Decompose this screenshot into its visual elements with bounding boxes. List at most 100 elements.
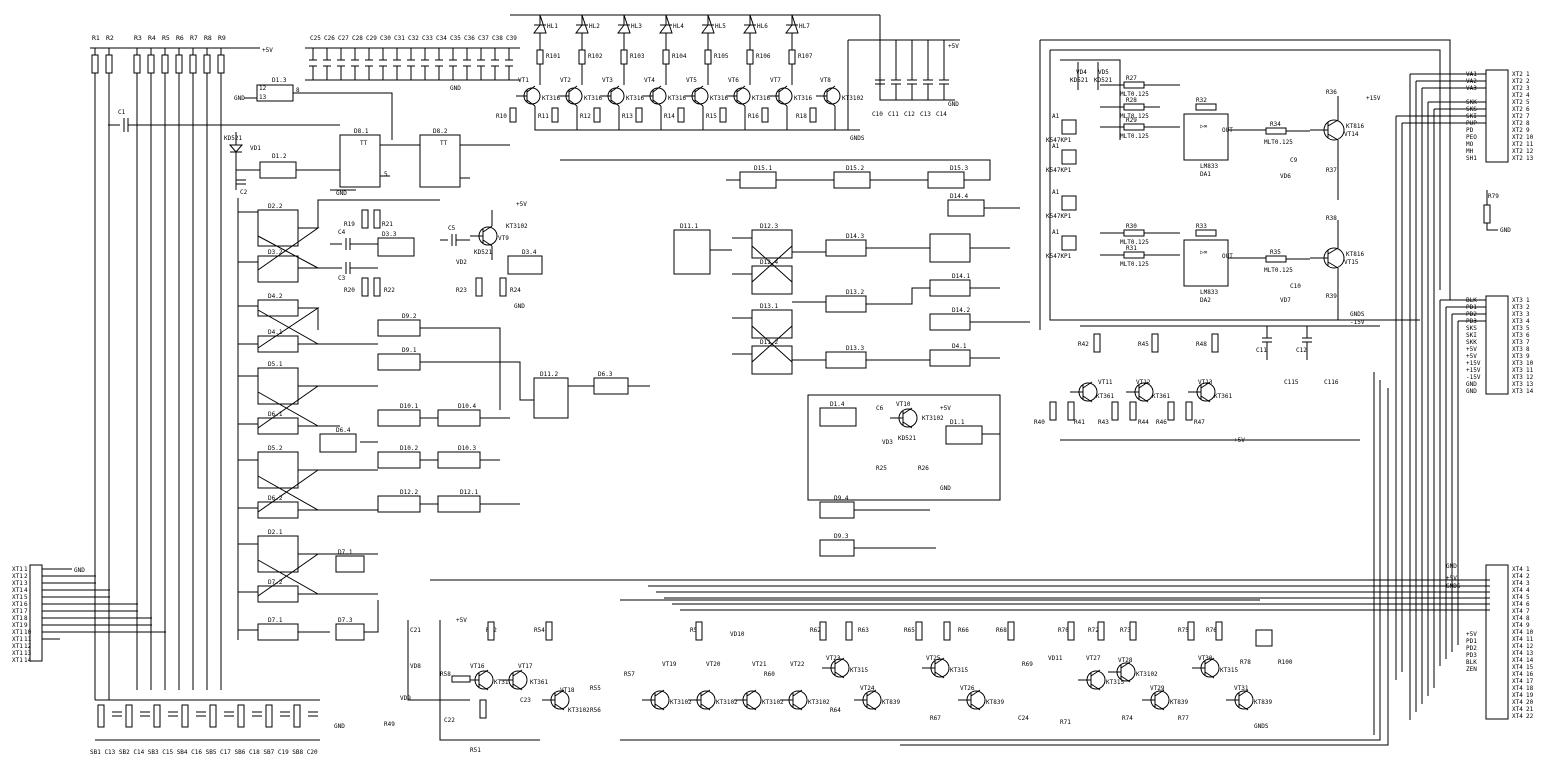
gate-d13-1: D13.1 — [751, 303, 793, 339]
svg-text:4: 4 — [1526, 92, 1530, 99]
svg-text:R76: R76 — [1206, 627, 1217, 634]
svg-text:4: 4 — [24, 587, 28, 594]
svg-text:VT14: VT14 — [1344, 131, 1359, 138]
svg-text:+5V: +5V — [1466, 631, 1477, 638]
bottom-left-output: C21 VD8 VD9 R58 R49 C22 R51 +5V VT16KT31… — [384, 579, 640, 754]
svg-text:12: 12 — [1526, 374, 1534, 381]
gate-d10-3: D10.3 — [437, 445, 481, 469]
svg-text:XT2: XT2 — [1512, 71, 1523, 78]
gate-d9-2: D9.2 — [377, 313, 421, 337]
svg-text:14: 14 — [1526, 657, 1534, 664]
svg-text:OUT: OUT — [1222, 127, 1233, 134]
gate-d11-3: D11.2 — [751, 339, 793, 375]
svg-text:R75: R75 — [1178, 627, 1189, 634]
svg-text:-15V: -15V — [1466, 374, 1481, 381]
svg-text:XT4: XT4 — [1512, 678, 1523, 685]
svg-text:KT316: KT316 — [710, 95, 728, 102]
svg-text:R51: R51 — [470, 747, 481, 754]
svg-text:VT26: VT26 — [960, 685, 975, 692]
gate-d5-1: D5.1 — [257, 361, 299, 405]
svg-text:R45: R45 — [1138, 341, 1149, 348]
svg-text:+5V: +5V — [948, 43, 959, 50]
svg-text:KT316: KT316 — [542, 95, 560, 102]
svg-text:18: 18 — [1526, 685, 1534, 692]
trigger-d8-1: D8.1 TT 5 GND — [330, 128, 390, 197]
svg-text:D7.1: D7.1 — [338, 549, 353, 556]
svg-text:HL5: HL5 — [715, 23, 726, 30]
svg-text:R56: R56 — [590, 707, 601, 714]
svg-text:KT316: KT316 — [668, 95, 686, 102]
svg-text:8: 8 — [296, 87, 300, 94]
svg-text:+5V: +5V — [940, 405, 951, 412]
gate-d12-2: D12.2 — [377, 489, 421, 513]
gate-column-left: D2.2 D3.2 D4.2 D4.1 D5.1 D6.1 D5.2 D6.2 … — [237, 198, 440, 641]
svg-text:VT27: VT27 — [1086, 655, 1101, 662]
svg-text:D1.3: D1.3 — [272, 77, 287, 84]
svg-text:VT6: VT6 — [728, 77, 739, 84]
svg-text:R10: R10 — [496, 113, 507, 120]
svg-text:LM833: LM833 — [1200, 163, 1218, 170]
svg-text:HL3: HL3 — [631, 23, 642, 30]
svg-text:+5V: +5V — [456, 617, 467, 624]
svg-text:VD4: VD4 — [1076, 69, 1087, 76]
svg-text:DA2: DA2 — [1200, 297, 1211, 304]
svg-text:VT25: VT25 — [926, 655, 941, 662]
svg-text:R5: R5 — [162, 34, 170, 42]
svg-text:D15.2: D15.2 — [846, 165, 864, 172]
svg-text:KT3102: KT3102 — [506, 223, 528, 230]
svg-text:R9: R9 — [218, 34, 226, 42]
svg-text:▷∞: ▷∞ — [1200, 249, 1208, 256]
svg-text:R24: R24 — [510, 287, 521, 294]
svg-text:6: 6 — [1526, 106, 1530, 113]
svg-text:C1: C1 — [118, 109, 126, 116]
svg-text:2: 2 — [1526, 304, 1530, 311]
top-resistor-bank: +5V — [90, 47, 273, 700]
svg-text:VT5: VT5 — [686, 77, 697, 84]
svg-text:R30: R30 — [1126, 223, 1137, 230]
gate-d14-2: D14.2 — [929, 307, 971, 331]
svg-text:R65: R65 — [904, 627, 915, 634]
svg-text:VT24: VT24 — [860, 685, 875, 692]
svg-text:D2.2: D2.2 — [268, 203, 283, 210]
svg-text:R64: R64 — [830, 707, 841, 714]
svg-text:C116: C116 — [1324, 379, 1339, 386]
svg-text:R107: R107 — [798, 53, 813, 60]
svg-text:D10.4: D10.4 — [458, 403, 476, 410]
svg-text:R25: R25 — [876, 465, 887, 472]
svg-text:VD10: VD10 — [730, 631, 745, 638]
svg-text:KT816: KT816 — [1346, 123, 1364, 130]
svg-text:TT: TT — [440, 140, 448, 147]
svg-text:10: 10 — [24, 629, 32, 636]
svg-text:VT1: VT1 — [518, 77, 529, 84]
svg-text:XT1: XT1 — [12, 643, 23, 650]
svg-text:12: 12 — [1526, 148, 1534, 155]
svg-text:R54: R54 — [534, 627, 545, 634]
svg-text:KT316: KT316 — [584, 95, 602, 102]
svg-text:OUT: OUT — [1222, 253, 1233, 260]
svg-text:ZEN: ZEN — [1466, 666, 1477, 673]
svg-text:+15V: +15V — [1466, 360, 1481, 367]
svg-text:XT4: XT4 — [1512, 636, 1523, 643]
svg-text:C5: C5 — [448, 225, 456, 232]
svg-text:R57: R57 — [624, 671, 635, 678]
svg-text:R40: R40 — [1034, 419, 1045, 426]
svg-text:PD3: PD3 — [1466, 652, 1477, 659]
svg-text:SB1 C13 SB2 C14 SB3 C15 SB4 C1: SB1 C13 SB2 C14 SB3 C15 SB4 C16 SB5 C17 … — [90, 749, 318, 756]
svg-text:D10.2: D10.2 — [400, 445, 418, 452]
svg-text:R20: R20 — [344, 287, 355, 294]
svg-text:KT3102: KT3102 — [762, 699, 784, 706]
svg-text:XT3: XT3 — [1512, 297, 1523, 304]
svg-text:KT361: KT361 — [1152, 393, 1170, 400]
svg-text:D13.3: D13.3 — [846, 345, 864, 352]
svg-text:10: 10 — [1526, 134, 1534, 141]
svg-text:4: 4 — [1526, 587, 1530, 594]
svg-text:XT4: XT4 — [1512, 573, 1523, 580]
svg-text:XT4: XT4 — [1512, 650, 1523, 657]
